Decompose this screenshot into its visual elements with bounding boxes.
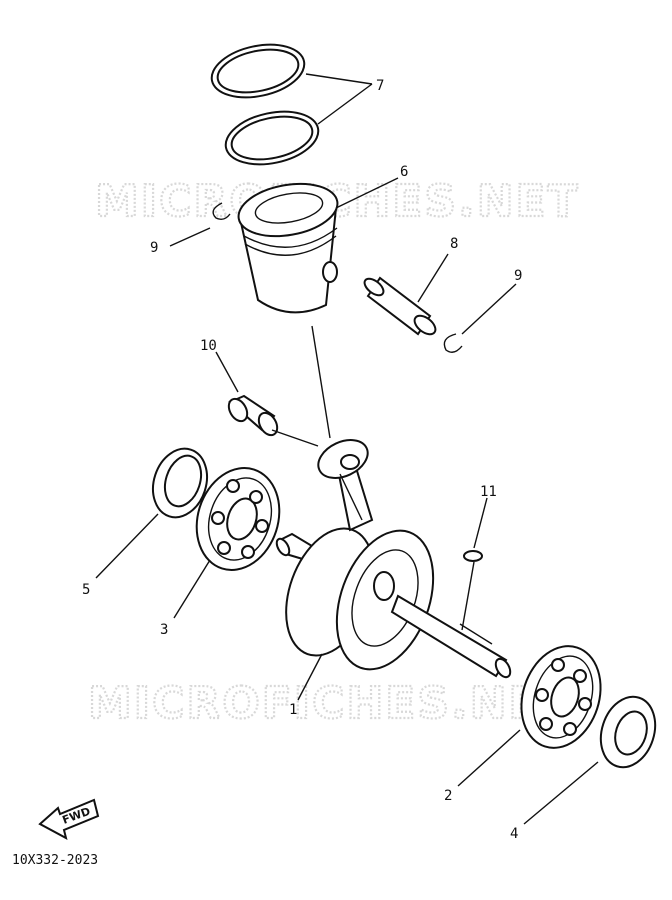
diagram-code: 10X332-2023	[12, 853, 98, 868]
callout-8: 8	[450, 236, 458, 252]
callout-2: 2	[444, 788, 452, 804]
oil-seal-right	[599, 695, 657, 769]
callout-6: 6	[400, 164, 408, 180]
watermark-bottom: MICROFICHES.NET	[88, 678, 573, 729]
circlip-right	[443, 333, 463, 353]
callout-1: 1	[289, 702, 297, 718]
callout-4: 4	[510, 826, 518, 842]
piston-rings	[210, 43, 320, 166]
crankshaft	[275, 439, 512, 679]
callout-11: 11	[480, 484, 497, 500]
bearing-left	[195, 467, 281, 571]
callout-3: 3	[160, 622, 168, 638]
leader-lines	[95, 73, 599, 825]
piston	[237, 182, 339, 314]
callout-9-right: 9	[514, 268, 522, 284]
circlip-left	[212, 202, 231, 221]
forward-arrow-icon: FWD	[38, 798, 100, 840]
oil-seal-left	[152, 447, 208, 519]
small-end-bearing	[227, 394, 279, 437]
bearing-right	[520, 645, 602, 749]
piston-pin	[363, 276, 437, 336]
callout-9-left: 9	[150, 240, 158, 256]
callout-7: 7	[376, 78, 384, 94]
callout-10: 10	[200, 338, 217, 354]
woodruff-key	[463, 550, 483, 562]
callout-5: 5	[82, 582, 90, 598]
